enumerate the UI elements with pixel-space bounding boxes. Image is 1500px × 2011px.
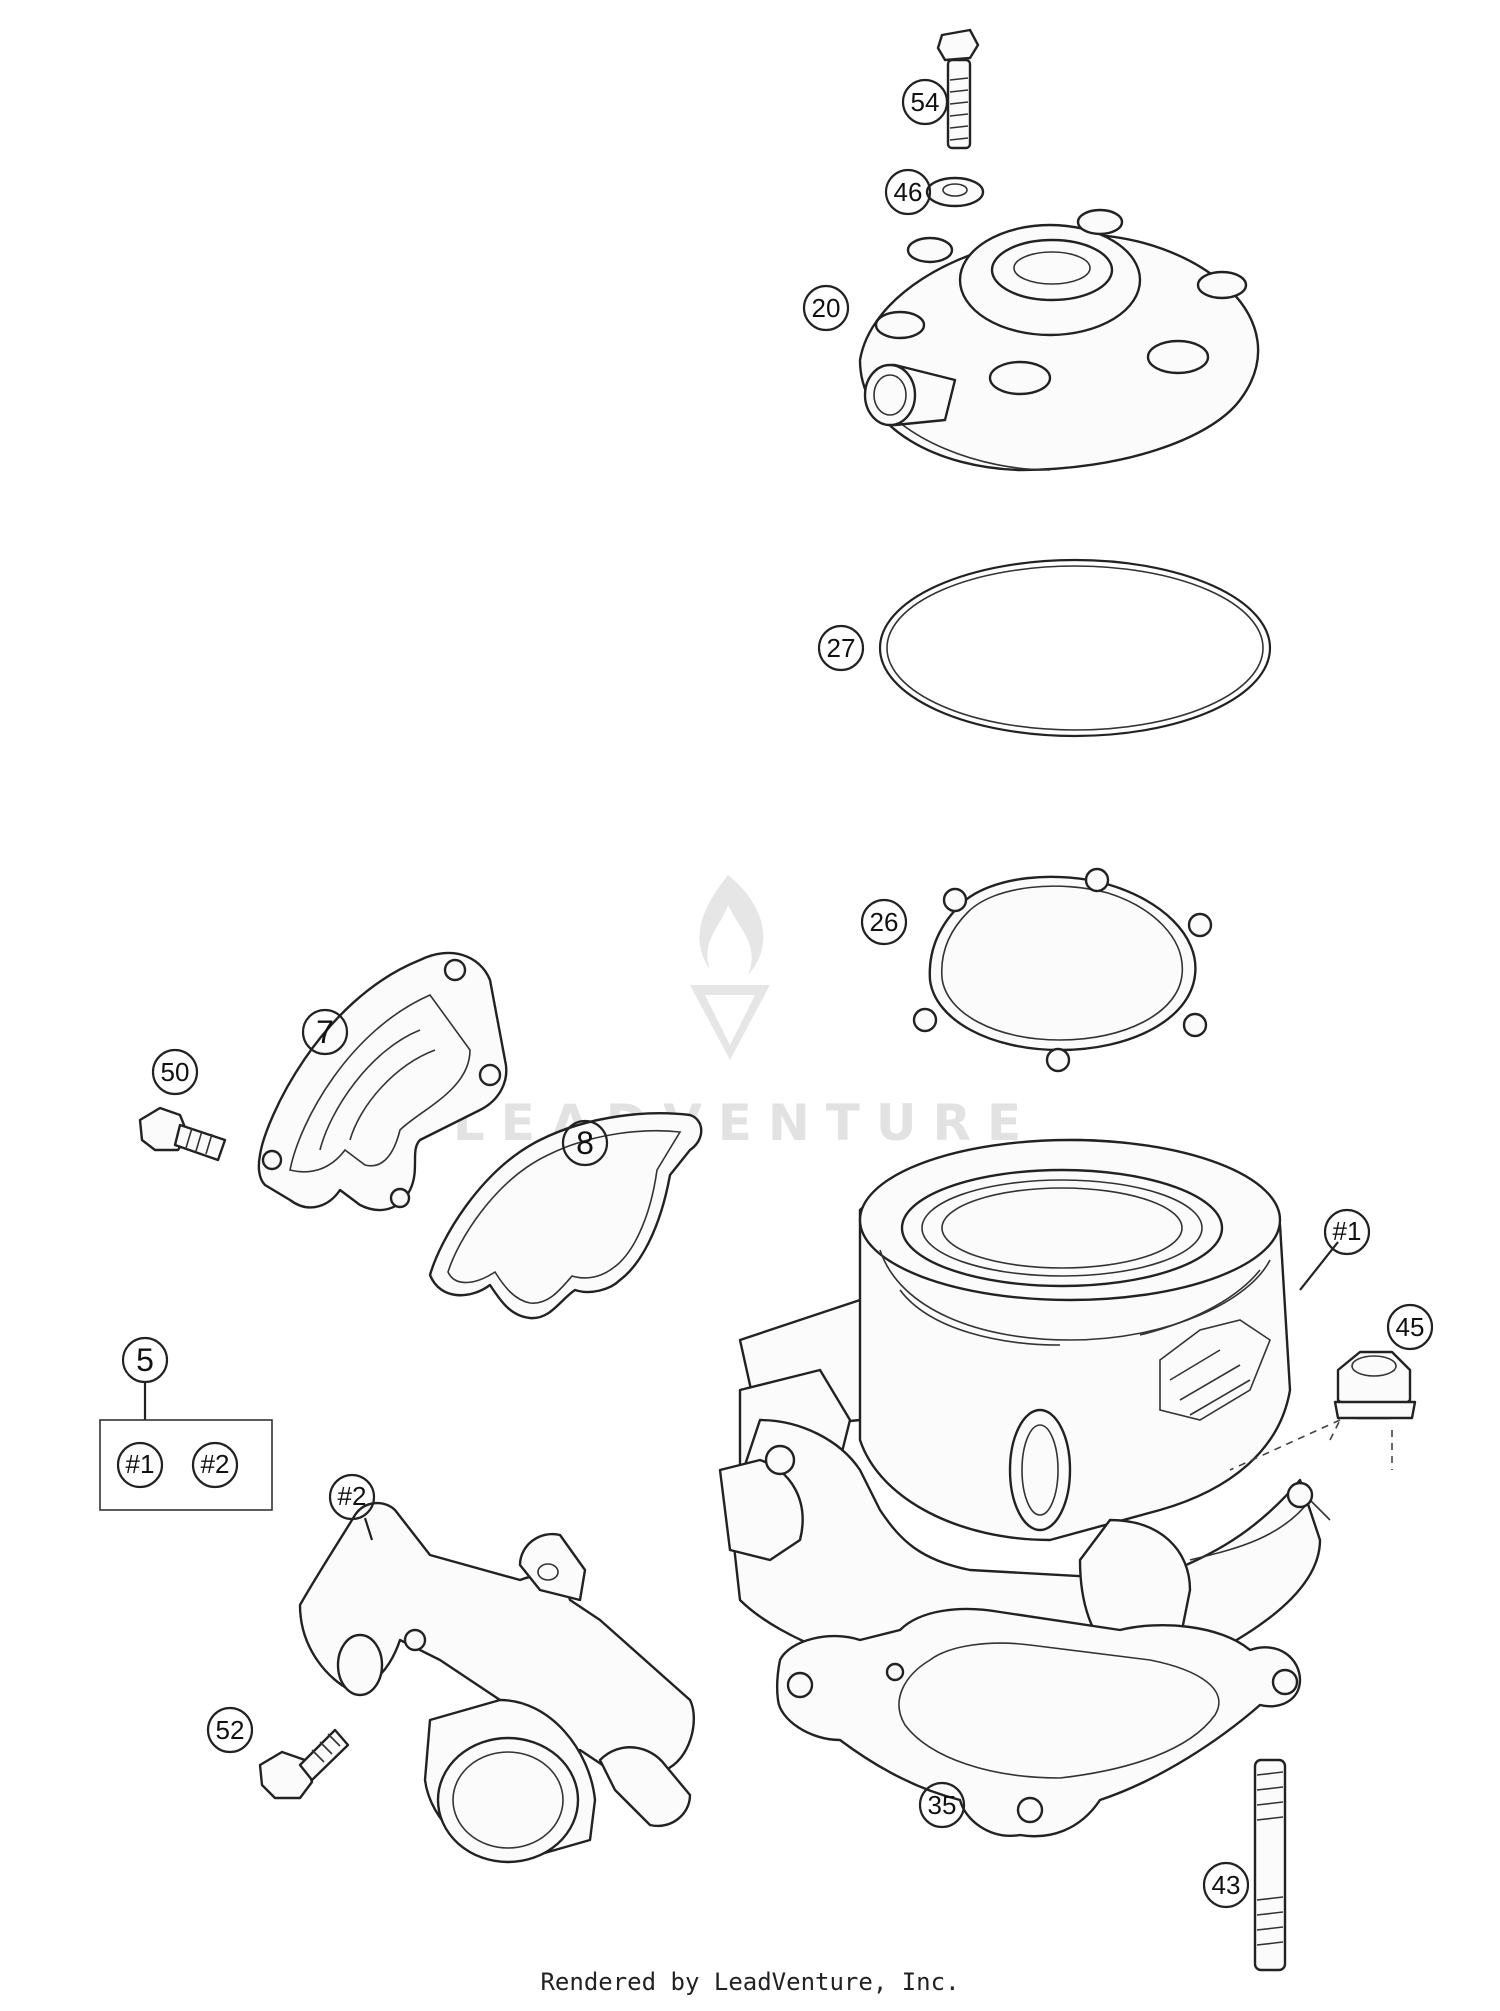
callout-54: 54 <box>901 78 949 126</box>
callout-50-label: 50 <box>161 1057 190 1087</box>
callout-27: 27 <box>817 624 865 672</box>
callout-h2-label: #2 <box>338 1481 367 1511</box>
callout-46: 46 <box>884 168 932 216</box>
callout-43: 43 <box>1202 1861 1250 1909</box>
footer-credit: Rendered by LeadVenture, Inc. <box>540 1968 960 1996</box>
part-h1-cylinder <box>718 1138 1331 1682</box>
callout-26: 26 <box>860 898 908 946</box>
callout-27-label: 27 <box>827 633 856 663</box>
part-7-intake-flange <box>257 951 508 1212</box>
callout-h1-label: #1 <box>1333 1216 1362 1246</box>
callout-8: 8 <box>561 1119 609 1167</box>
part-5-kit-box <box>99 1382 273 1511</box>
leader-lines <box>363 1241 1339 1541</box>
callout-kit-2-label: #2 <box>201 1449 230 1479</box>
callout-35-label: 35 <box>928 1790 957 1820</box>
callout-52-label: 52 <box>216 1715 245 1745</box>
part-54-bolt <box>936 28 980 150</box>
callout-kit-1-label: #1 <box>126 1449 155 1479</box>
callout-5: 5 <box>121 1336 169 1384</box>
part-26-head-gasket <box>912 867 1213 1073</box>
callout-45: 45 <box>1386 1303 1434 1351</box>
part-8-intake-gasket <box>428 1112 703 1320</box>
callout-50: 50 <box>151 1048 199 1096</box>
part-50-bolt <box>138 1106 227 1162</box>
callout-7: 7 <box>301 1008 349 1056</box>
callout-43-label: 43 <box>1212 1870 1241 1900</box>
callout-kit-1: #1 <box>116 1441 164 1489</box>
callout-7-label: 7 <box>316 1014 334 1050</box>
callout-h2: #2 <box>328 1473 376 1521</box>
callout-45-label: 45 <box>1396 1312 1425 1342</box>
callout-54-label: 54 <box>911 87 940 117</box>
callout-8-label: 8 <box>576 1125 594 1161</box>
part-45-nut <box>1229 1350 1417 1471</box>
callout-20: 20 <box>802 284 850 332</box>
callout-52: 52 <box>206 1706 254 1754</box>
part-27-o-ring <box>878 558 1272 738</box>
part-46-washer <box>925 176 985 208</box>
callout-20-label: 20 <box>812 293 841 323</box>
part-43-stud <box>1253 1758 1287 1972</box>
callout-5-label: 5 <box>136 1342 154 1378</box>
part-35-base-gasket <box>775 1607 1302 1838</box>
logo-v-watermark-icon <box>690 985 770 1060</box>
flame-watermark-icon <box>699 875 764 975</box>
callout-26-label: 26 <box>870 907 899 937</box>
callout-46-label: 46 <box>894 177 923 207</box>
part-20-cylinder-head <box>858 208 1260 472</box>
part-h2-intake-manifold <box>298 1501 695 1864</box>
callout-kit-2: #2 <box>191 1441 239 1489</box>
part-52-bolt <box>258 1728 350 1800</box>
callout-h1: #1 <box>1323 1208 1371 1256</box>
callout-35: 35 <box>918 1781 966 1829</box>
